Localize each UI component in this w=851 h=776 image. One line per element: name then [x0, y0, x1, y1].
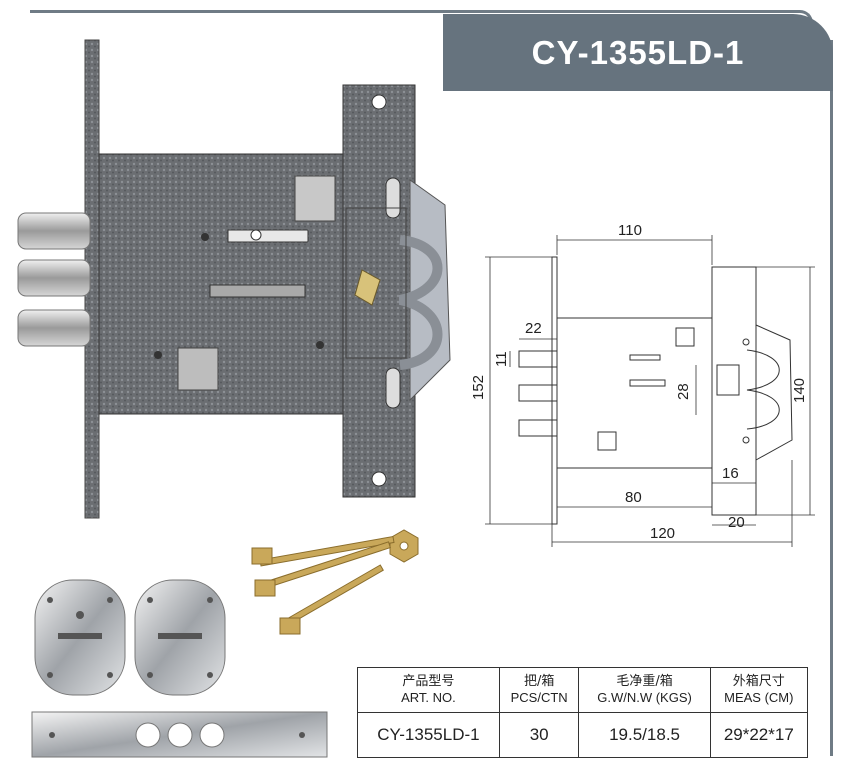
dim-20: 20 [728, 514, 745, 531]
keys-photo [251, 529, 419, 635]
cell-pcs-ctn: 30 [498, 712, 580, 758]
dim-110: 110 [618, 222, 642, 239]
dim-28: 28 [675, 383, 692, 400]
dim-140: 140 [791, 378, 808, 403]
cell-art-no: CY-1355LD-1 [357, 712, 500, 758]
model-title: CY-1355LD-1 [531, 33, 745, 71]
dim-11: 11 [493, 351, 510, 367]
bolt-top [17, 212, 91, 250]
dim-152: 152 [470, 375, 487, 400]
faceplate [342, 84, 416, 498]
bolt-bottom [17, 309, 91, 347]
escutcheon-plates [34, 579, 226, 696]
frame-border-top [30, 10, 813, 23]
title-banner: CY-1355LD-1 [443, 14, 833, 91]
dim-22: 22 [525, 320, 542, 337]
dim-80: 80 [625, 489, 642, 506]
cell-weight: 19.5/18.5 [578, 712, 711, 758]
cover-plate [31, 711, 328, 758]
frame-border-right [830, 40, 833, 756]
bolt-middle [17, 259, 91, 297]
lock-photo [17, 39, 451, 519]
dim-120: 120 [650, 525, 675, 542]
cell-meas: 29*22*17 [709, 712, 809, 758]
dim-16: 16 [722, 465, 739, 482]
dimension-drawing: 110 22 11 152 28 140 16 80 20 120 [470, 222, 815, 547]
